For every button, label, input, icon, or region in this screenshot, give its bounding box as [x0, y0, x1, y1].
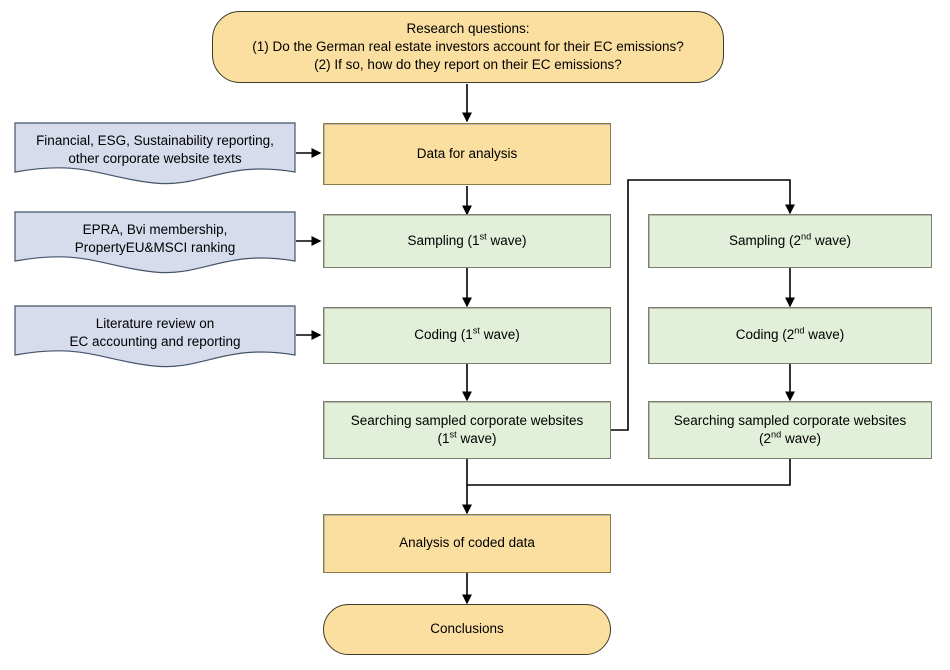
research-questions-label: Research questions: (1) Do the German re…: [246, 20, 689, 75]
sampling-wave-2-label-pre: Sampling (2: [728, 232, 802, 248]
sampling-wave-1-ordinal-suffix: st: [479, 231, 487, 242]
searching-wave-1-ordinal-suffix: st: [449, 429, 457, 440]
searching-wave-2-line-2-pre: (2: [759, 431, 772, 446]
input-membership-rankings-label: EPRA, Bvi membership, PropertyEU&MSCI ra…: [69, 221, 242, 257]
coding-wave-2-ordinal-suffix: nd: [794, 325, 805, 336]
node-input-membership-rankings[interactable]: EPRA, Bvi membership, PropertyEU&MSCI ra…: [14, 211, 296, 275]
sampling-wave-2-label-post: wave): [811, 232, 851, 248]
document-shape-icon: [14, 305, 296, 368]
node-searching-wave-2[interactable]: Searching sampled corporate websites (2nd…: [648, 401, 932, 459]
node-input-literature-review[interactable]: Literature review on EC accounting and r…: [14, 305, 296, 369]
coding-wave-2-label: Coding (2nd wave): [730, 326, 851, 344]
node-coding-wave-1[interactable]: Coding (1st wave): [323, 307, 611, 364]
sampling-wave-1-label: Sampling (1st wave): [402, 232, 533, 250]
node-data-for-analysis[interactable]: Data for analysis: [323, 123, 611, 185]
document-shape-icon: [14, 211, 296, 274]
input-reporting-sources-label: Financial, ESG, Sustainability reporting…: [30, 132, 280, 168]
document-shape-icon: [14, 122, 296, 185]
sampling-wave-2-ordinal-suffix: nd: [801, 231, 812, 242]
input-reporting-sources-line-2: other corporate website texts: [68, 151, 242, 166]
node-input-reporting-sources[interactable]: Financial, ESG, Sustainability reporting…: [14, 122, 296, 186]
searching-wave-2-ordinal-suffix: nd: [771, 429, 782, 440]
input-membership-rankings-line-1: EPRA, Bvi membership,: [82, 221, 228, 237]
sampling-wave-2-label: Sampling (2nd wave): [723, 232, 857, 250]
coding-wave-1-ordinal-suffix: st: [472, 325, 480, 336]
analysis-of-coded-data-label: Analysis of coded data: [399, 535, 535, 551]
research-questions-line-2: (1) Do the German real estate investors …: [252, 38, 684, 54]
searching-wave-1-line-1: Searching sampled corporate websites: [350, 412, 584, 428]
coding-wave-1-label-pre: Coding (1: [414, 327, 473, 343]
conclusions-label: Conclusions: [430, 621, 504, 637]
node-analysis-of-coded-data[interactable]: Analysis of coded data: [323, 514, 611, 573]
input-reporting-sources-line-1: Financial, ESG, Sustainability reporting…: [36, 132, 274, 148]
searching-wave-1-line-2-pre: (1: [437, 431, 450, 446]
searching-wave-1-label: Searching sampled corporate websites (1st…: [345, 412, 590, 448]
input-literature-review-line-1: Literature review on: [95, 315, 215, 331]
searching-wave-2-line-1: Searching sampled corporate websites: [673, 412, 907, 428]
research-questions-line-3: (2) If so, how do they report on their E…: [314, 57, 622, 73]
node-sampling-wave-1[interactable]: Sampling (1st wave): [323, 214, 611, 268]
searching-wave-1-line-2-post: wave): [456, 431, 497, 446]
input-literature-review-label: Literature review on EC accounting and r…: [63, 315, 246, 351]
node-conclusions[interactable]: Conclusions: [323, 604, 611, 655]
input-membership-rankings-line-2: PropertyEU&MSCI ranking: [74, 240, 236, 255]
node-research-questions[interactable]: Research questions: (1) Do the German re…: [212, 11, 724, 83]
coding-wave-1-label-post: wave): [479, 327, 520, 343]
node-coding-wave-2[interactable]: Coding (2nd wave): [648, 307, 932, 364]
sampling-wave-1-label-post: wave): [486, 232, 527, 248]
coding-wave-2-label-pre: Coding (2: [735, 327, 795, 343]
sampling-wave-1-label-pre: Sampling (1: [407, 232, 480, 248]
node-searching-wave-1[interactable]: Searching sampled corporate websites (1st…: [323, 401, 611, 459]
data-for-analysis-label: Data for analysis: [416, 145, 518, 161]
research-questions-line-1: Research questions:: [406, 20, 530, 36]
searching-wave-2-label: Searching sampled corporate websites (2nd…: [668, 412, 913, 448]
edge-searching2-to-analysis: [467, 459, 791, 486]
coding-wave-1-label: Coding (1st wave): [408, 326, 525, 344]
searching-wave-2-line-2-post: wave): [781, 431, 821, 446]
input-literature-review-line-2: EC accounting and reporting: [69, 334, 241, 349]
node-sampling-wave-2[interactable]: Sampling (2nd wave): [648, 214, 932, 268]
coding-wave-2-label-post: wave): [804, 327, 845, 343]
